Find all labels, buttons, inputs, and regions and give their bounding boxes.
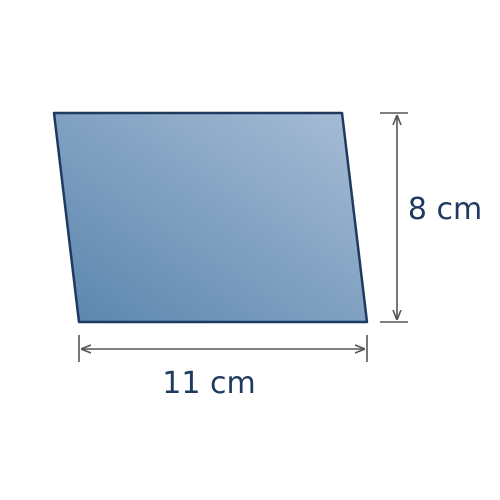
base-dimension — [78, 335, 368, 362]
height-dimension — [380, 112, 408, 323]
parallelogram-shape — [52, 111, 369, 324]
base-label: 11 cm — [162, 366, 255, 401]
height-label: 8 cm — [408, 192, 482, 227]
